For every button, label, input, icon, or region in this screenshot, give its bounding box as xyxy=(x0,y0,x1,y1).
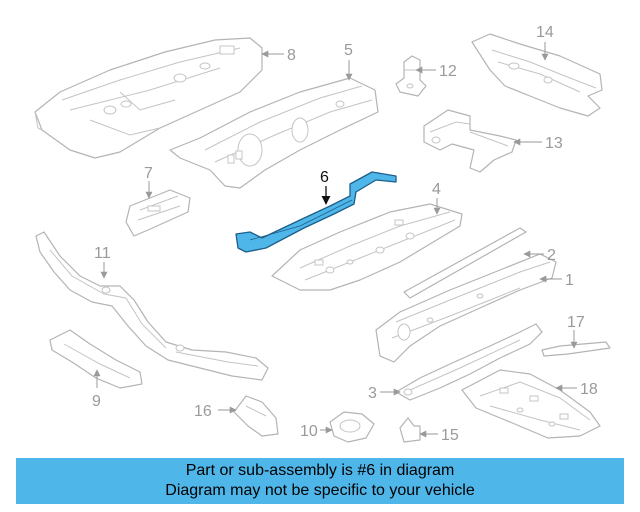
part-18-rear-floor-panel[interactable] xyxy=(461,369,601,439)
banner-line-1: Part or sub-assembly is #6 in diagram xyxy=(185,462,455,479)
callout-9: 9 xyxy=(92,393,101,410)
callout-14: 14 xyxy=(536,24,554,41)
part-9-lower-reinforcement[interactable] xyxy=(49,329,143,389)
callout-15: 15 xyxy=(441,427,459,444)
callout-13: 13 xyxy=(545,135,563,152)
part-3-rear-side-rail[interactable] xyxy=(395,323,543,401)
callout-6: 6 xyxy=(320,169,329,186)
part-4-floor-pan[interactable] xyxy=(271,203,463,291)
callout-17: 17 xyxy=(567,314,585,331)
part-17-strip[interactable] xyxy=(541,341,611,357)
part-16-bracket[interactable] xyxy=(233,395,279,437)
callout-2: 2 xyxy=(547,247,556,264)
callout-4: 4 xyxy=(432,181,441,198)
part-8-front-floor[interactable] xyxy=(34,37,263,159)
part-11-front-rail[interactable] xyxy=(35,231,269,381)
part-2-sill-strip[interactable] xyxy=(403,227,527,299)
part-7-reinforcement[interactable] xyxy=(125,189,191,237)
info-banner: Part or sub-assembly is #6 in diagram Di… xyxy=(16,458,624,504)
part-12-bracket[interactable] xyxy=(395,55,427,97)
callout-11: 11 xyxy=(94,245,111,262)
part-15-clip[interactable] xyxy=(399,417,421,443)
part-10-plug[interactable] xyxy=(329,411,375,443)
part-1-side-sill[interactable] xyxy=(375,253,557,363)
callout-3: 3 xyxy=(368,385,377,402)
callout-16: 16 xyxy=(194,403,212,420)
callout-12: 12 xyxy=(439,63,457,80)
part-6-highlighted-rail[interactable] xyxy=(235,171,397,253)
callout-8: 8 xyxy=(287,47,296,64)
callout-7: 7 xyxy=(144,165,153,182)
banner-line-2: Diagram may not be specific to your vehi… xyxy=(165,482,475,499)
callout-5: 5 xyxy=(344,42,353,59)
part-5-center-floor[interactable] xyxy=(169,77,379,189)
callout-18: 18 xyxy=(580,381,598,398)
callout-10: 10 xyxy=(300,423,318,440)
callout-1: 1 xyxy=(565,272,574,289)
leader-lines xyxy=(93,42,578,438)
part-14-rear-rail[interactable] xyxy=(471,33,603,117)
callout-labels: 8 5 12 14 13 7 4 2 1 11 9 17 3 18 16 10 … xyxy=(92,24,598,444)
part-13-crossmember[interactable] xyxy=(423,109,517,173)
